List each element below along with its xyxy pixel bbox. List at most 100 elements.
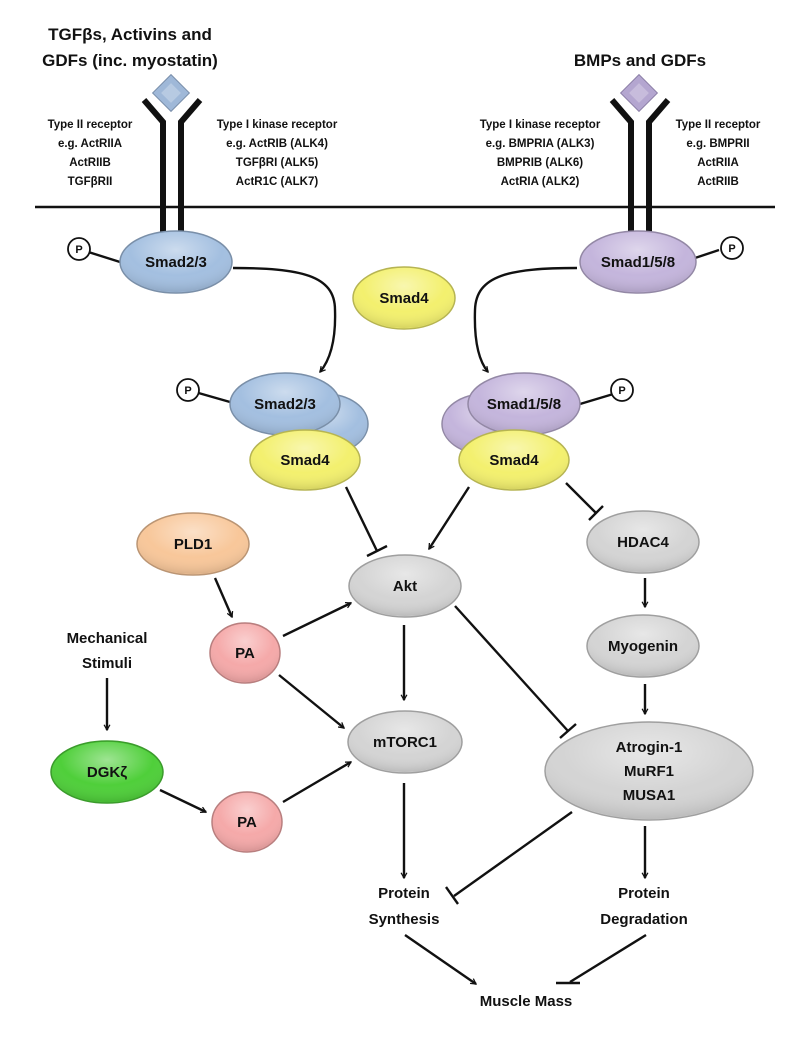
svg-text:Protein: Protein [618, 885, 670, 902]
receptor-right-type2-label: Type II receptor e.g. BMPRII ActRIIA Act… [676, 119, 761, 188]
edge-smad158-translocation [473, 266, 578, 372]
svg-text:e.g. BMPRIA (ALK3): e.g. BMPRIA (ALK3) [486, 138, 595, 150]
receptor-right-type1-label: Type I kinase receptor e.g. BMPRIA (ALK3… [480, 119, 601, 188]
edge-smad4right-hdac4-inhibit [565, 482, 597, 514]
edge-pa-bottom-mtorc1 [282, 760, 351, 804]
svg-text:P: P [728, 243, 735, 255]
svg-text:TGFβRI (ALK5): TGFβRI (ALK5) [236, 157, 319, 169]
node-smad158-complex: Smad1/5/8 [467, 372, 581, 436]
node-smad23-complex: Smad2/3 [229, 372, 341, 436]
edge-pa-akt [282, 601, 351, 638]
edges [107, 266, 647, 985]
node-hdac4: HDAC4 [586, 510, 700, 574]
node-label: MuRF1 [624, 763, 674, 780]
svg-text:Type II receptor: Type II receptor [676, 119, 761, 131]
node-smad23-top: Smad2/3 [119, 230, 233, 294]
svg-text:Synthesis: Synthesis [369, 911, 440, 928]
node-smad4-free: Smad4 [352, 266, 456, 330]
svg-text:Type I kinase receptor: Type I kinase receptor [480, 119, 601, 131]
svg-text:ActR1C (ALK7): ActR1C (ALK7) [236, 176, 319, 188]
svg-text:P: P [618, 385, 625, 397]
ligand-left-line2: GDFs (inc. myostatin) [42, 51, 218, 70]
svg-text:e.g. BMPRII: e.g. BMPRII [686, 138, 749, 150]
node-pld1: PLD1 [136, 512, 250, 576]
node-label: Smad1/5/8 [601, 254, 675, 271]
node-label: PA [237, 814, 257, 831]
edge-pld1-pa [213, 577, 232, 617]
edge-synthesis-musclemass [404, 934, 476, 985]
svg-text:Protein: Protein [378, 885, 430, 902]
receptor-left [141, 98, 203, 240]
edge-pa-mtorc1 [278, 674, 344, 729]
edge-akt-atrogenes-inhibit [454, 605, 569, 732]
node-label: PA [235, 645, 255, 662]
svg-text:ActRIIA: ActRIIA [697, 157, 739, 169]
svg-text:ActRIIB: ActRIIB [697, 176, 739, 188]
svg-text:Mechanical: Mechanical [67, 630, 148, 647]
node-mtorc1: mTORC1 [347, 710, 463, 774]
node-pa-top: PA [209, 622, 281, 684]
node-pa-bottom: PA [211, 791, 283, 853]
node-smad158-top: Smad1/5/8 [579, 230, 697, 294]
edge-dgkz-pa [159, 788, 206, 814]
node-label: Smad2/3 [254, 396, 316, 413]
node-label: Smad4 [379, 290, 429, 307]
node-smad4-left: Smad4 [249, 429, 361, 491]
node-label: MUSA1 [623, 787, 676, 804]
node-akt: Akt [348, 554, 462, 618]
receptor-left-type2-label: Type II receptor e.g. ActRIIA ActRIIB TG… [48, 119, 133, 188]
node-label: Smad2/3 [145, 254, 207, 271]
edge-smad4left-akt-inhibit [344, 486, 379, 552]
edge-smad4left-akt-tbar [366, 544, 388, 558]
node-label: Atrogin-1 [616, 739, 683, 756]
edge-smad4right-hdac4-tbar [588, 505, 604, 521]
svg-text:e.g. ActRIB (ALK4): e.g. ActRIB (ALK4) [226, 138, 328, 150]
svg-text:Type II receptor: Type II receptor [48, 119, 133, 131]
node-label: Akt [393, 578, 417, 595]
svg-text:TGFβRII: TGFβRII [68, 176, 113, 188]
phospho-marker: P [720, 236, 744, 260]
ligand-left-diamond [151, 73, 191, 113]
edge-atrogenes-synthesis-inhibit [453, 811, 573, 897]
svg-text:P: P [184, 385, 191, 397]
edge-degradation-musclemass-inhibit [569, 933, 647, 984]
node-label: Smad4 [489, 452, 539, 469]
edge-akt-atrogenes-tbar [559, 723, 577, 739]
protein-synthesis-label: Protein Synthesis [369, 885, 440, 928]
svg-text:Stimuli: Stimuli [82, 655, 132, 672]
node-label: Smad4 [280, 452, 330, 469]
node-label: HDAC4 [617, 534, 669, 551]
node-myogenin: Myogenin [586, 614, 700, 678]
edge-smad4right-akt [427, 486, 471, 549]
ligand-right-title: BMPs and GDFs [574, 51, 706, 70]
svg-text:Type I kinase receptor: Type I kinase receptor [217, 119, 338, 131]
node-label: PLD1 [174, 536, 212, 553]
svg-text:e.g. ActRIIA: e.g. ActRIIA [58, 138, 122, 150]
edge-smad23-translocation [232, 266, 337, 372]
phospho-marker: P [67, 237, 91, 261]
svg-text:BMPRIB (ALK6): BMPRIB (ALK6) [497, 157, 583, 169]
ligand-left-line1: TGFβs, Activins and [48, 25, 212, 44]
svg-text:P: P [75, 244, 82, 256]
node-label: Myogenin [608, 638, 678, 655]
receptor-right [609, 98, 671, 240]
svg-text:Degradation: Degradation [600, 911, 688, 928]
svg-text:ActRIIB: ActRIIB [69, 157, 111, 169]
node-smad4-right: Smad4 [458, 429, 570, 491]
mechanical-stimuli-label: Mechanical Stimuli [67, 630, 148, 672]
phospho-marker: P [176, 378, 200, 402]
svg-text:ActRIA (ALK2): ActRIA (ALK2) [501, 176, 580, 188]
protein-degradation-label: Protein Degradation [600, 885, 688, 928]
phospho-marker: P [610, 378, 634, 402]
edge-atrogenes-synthesis-tbar [445, 886, 459, 905]
node-label: mTORC1 [373, 734, 437, 751]
muscle-mass-label: Muscle Mass [480, 993, 573, 1010]
node-label: DGKζ [87, 764, 127, 781]
ligand-right-diamond [619, 73, 659, 113]
receptor-left-type1-label: Type I kinase receptor e.g. ActRIB (ALK4… [217, 119, 338, 188]
node-dgkz: DGKζ [50, 740, 164, 804]
